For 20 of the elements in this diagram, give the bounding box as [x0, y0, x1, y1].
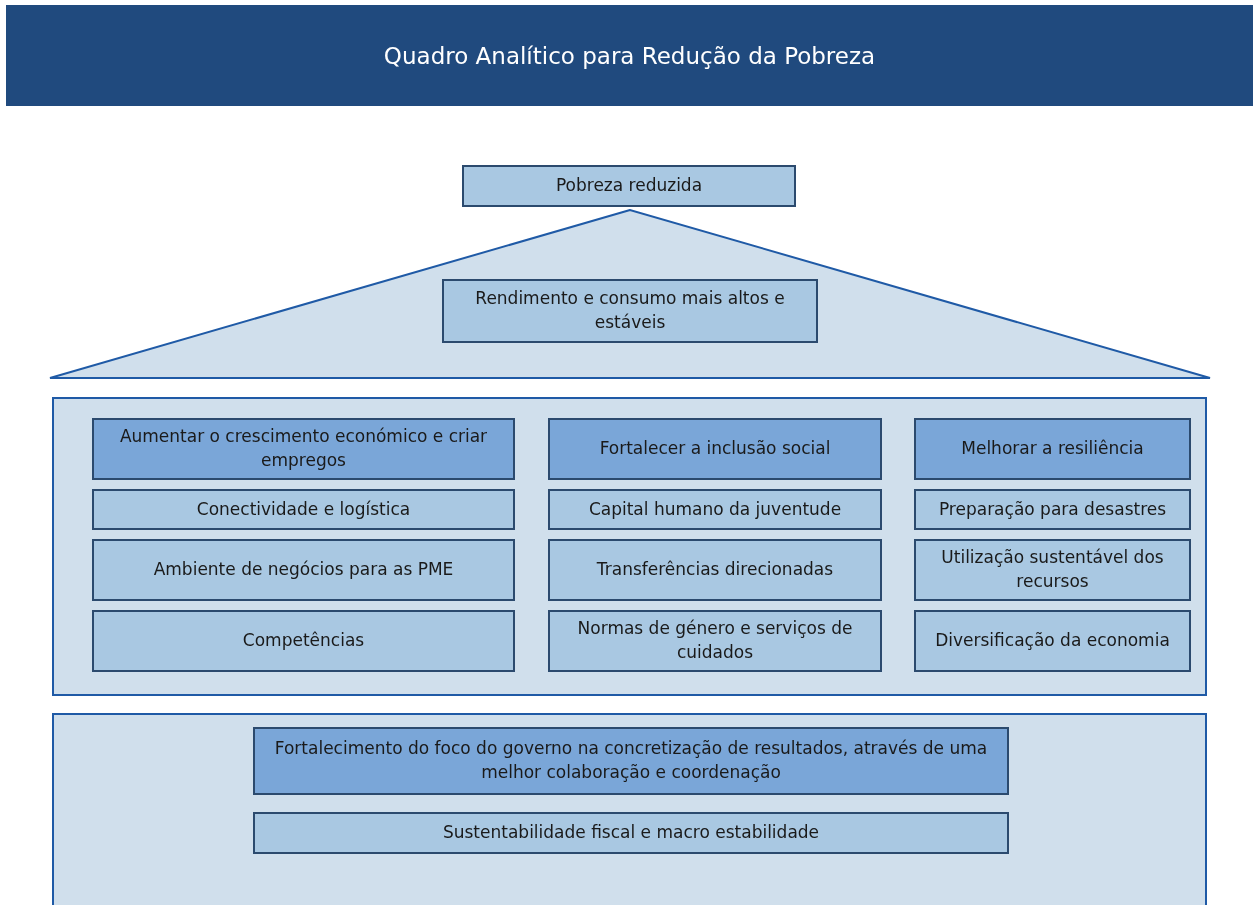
pillar-panel — [52, 713, 1207, 905]
text-box: Melhorar a resiliência — [914, 418, 1191, 480]
text-box: Sustentabilidade fiscal e macro estabilidade — [253, 812, 1009, 854]
text-box: Capital humano da juventude — [548, 489, 882, 530]
pillar-panel — [52, 397, 1207, 696]
text-box: Ambiente de negócios para as PME — [92, 539, 515, 601]
text-box: Fortalecer a inclusão social — [548, 418, 882, 480]
roof-triangle — [48, 208, 1212, 380]
text-box: Diversificação da economia — [914, 610, 1191, 672]
text-box: Rendimento e consumo mais altos e estáveis — [442, 279, 818, 343]
text-box: Aumentar o crescimento económico e criar empregos — [92, 418, 515, 480]
text-box: Competências — [92, 610, 515, 672]
text-box: Transferências direcionadas — [548, 539, 882, 601]
text-box: Preparação para desastres — [914, 489, 1191, 530]
text-box: Utilização sustentável dos recursos — [914, 539, 1191, 601]
title: Quadro Analítico para Redução da Pobreza — [383, 42, 876, 69]
text-box: Fortalecimento do foco do governo na concretização de resultados, através de uma melhor colaboração e coordenação — [253, 727, 1009, 795]
text-box: Pobreza reduzida — [462, 165, 796, 207]
text-box: Conectividade e logística — [92, 489, 515, 530]
text-box: Normas de género e serviços de cuidados — [548, 610, 882, 672]
